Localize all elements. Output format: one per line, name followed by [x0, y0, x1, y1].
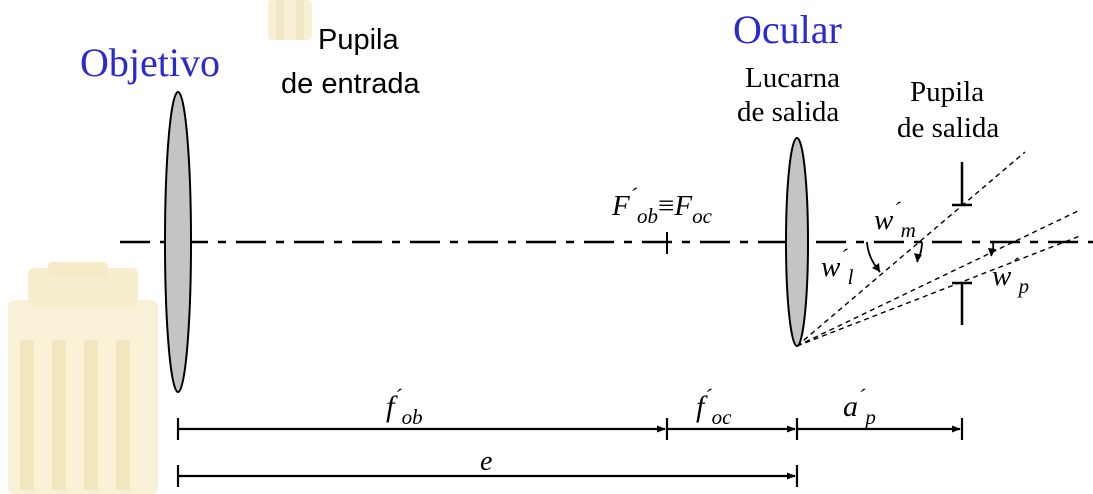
objective-lens — [164, 91, 192, 393]
focal-point-label: F´ob≡Foc — [612, 185, 712, 227]
w-p-prime: ´ — [1011, 253, 1019, 278]
angle-arcs — [866, 241, 995, 273]
ocular-lens — [785, 137, 809, 347]
angle-arrowheads — [872, 248, 996, 272]
w-p-sub: p — [1018, 274, 1030, 298]
w-l-prime: ´ — [840, 244, 848, 269]
equiv-sign: ≡ — [658, 190, 675, 222]
focal-point-sub-2: oc — [692, 204, 712, 228]
ocular-label: Ocular — [733, 7, 842, 52]
f-oc-label: f´oc — [696, 386, 732, 428]
pupila-salida-label: Pupila — [910, 76, 985, 108]
w-l-sub: l — [847, 265, 854, 289]
f-ob-symbol: f — [386, 390, 395, 423]
focal-point-symbol-2: F — [674, 190, 693, 222]
f-ob-sub: ob — [401, 405, 423, 429]
a-p-symbol: a — [843, 390, 858, 423]
w-m-sub: m — [900, 218, 916, 242]
pupila-entrada-label-line2: de entrada — [281, 68, 420, 100]
exit-pupil-stops — [952, 162, 972, 325]
pupila-entrada-label: Pupila — [318, 24, 399, 56]
focal-point-prime: ´ — [629, 183, 638, 208]
a-p-sub: p — [865, 405, 876, 429]
e-label: e — [480, 446, 493, 477]
objetivo-label: Objetivo — [80, 40, 220, 85]
w-m-label: w´m — [874, 199, 916, 241]
f-oc-prime: ´ — [704, 384, 712, 409]
w-p-symbol: w — [992, 260, 1012, 292]
f-ob-label: f´ob — [386, 386, 423, 428]
focal-point-sub: ob — [637, 204, 659, 228]
f-oc-sub: oc — [711, 405, 732, 429]
w-p-label: w´p — [992, 255, 1029, 297]
w-l-label: w´l — [821, 246, 854, 288]
w-m-symbol: w — [874, 204, 894, 236]
lucarna-label: Lucarna — [745, 62, 840, 94]
f-ob-prime: ´ — [394, 384, 402, 409]
column-watermark — [8, 0, 312, 494]
a-p-prime: ´ — [858, 384, 866, 409]
w-l-symbol: w — [821, 251, 841, 283]
lucarna-label-line2: de salida — [737, 96, 840, 128]
field-rays — [796, 151, 1081, 347]
a-p-label: a´p — [843, 386, 876, 428]
w-m-prime: ´ — [893, 197, 901, 222]
f-oc-symbol: f — [696, 390, 705, 423]
focal-point-symbol: F — [612, 190, 630, 222]
pupila-salida-label-line2: de salida — [897, 112, 1000, 144]
